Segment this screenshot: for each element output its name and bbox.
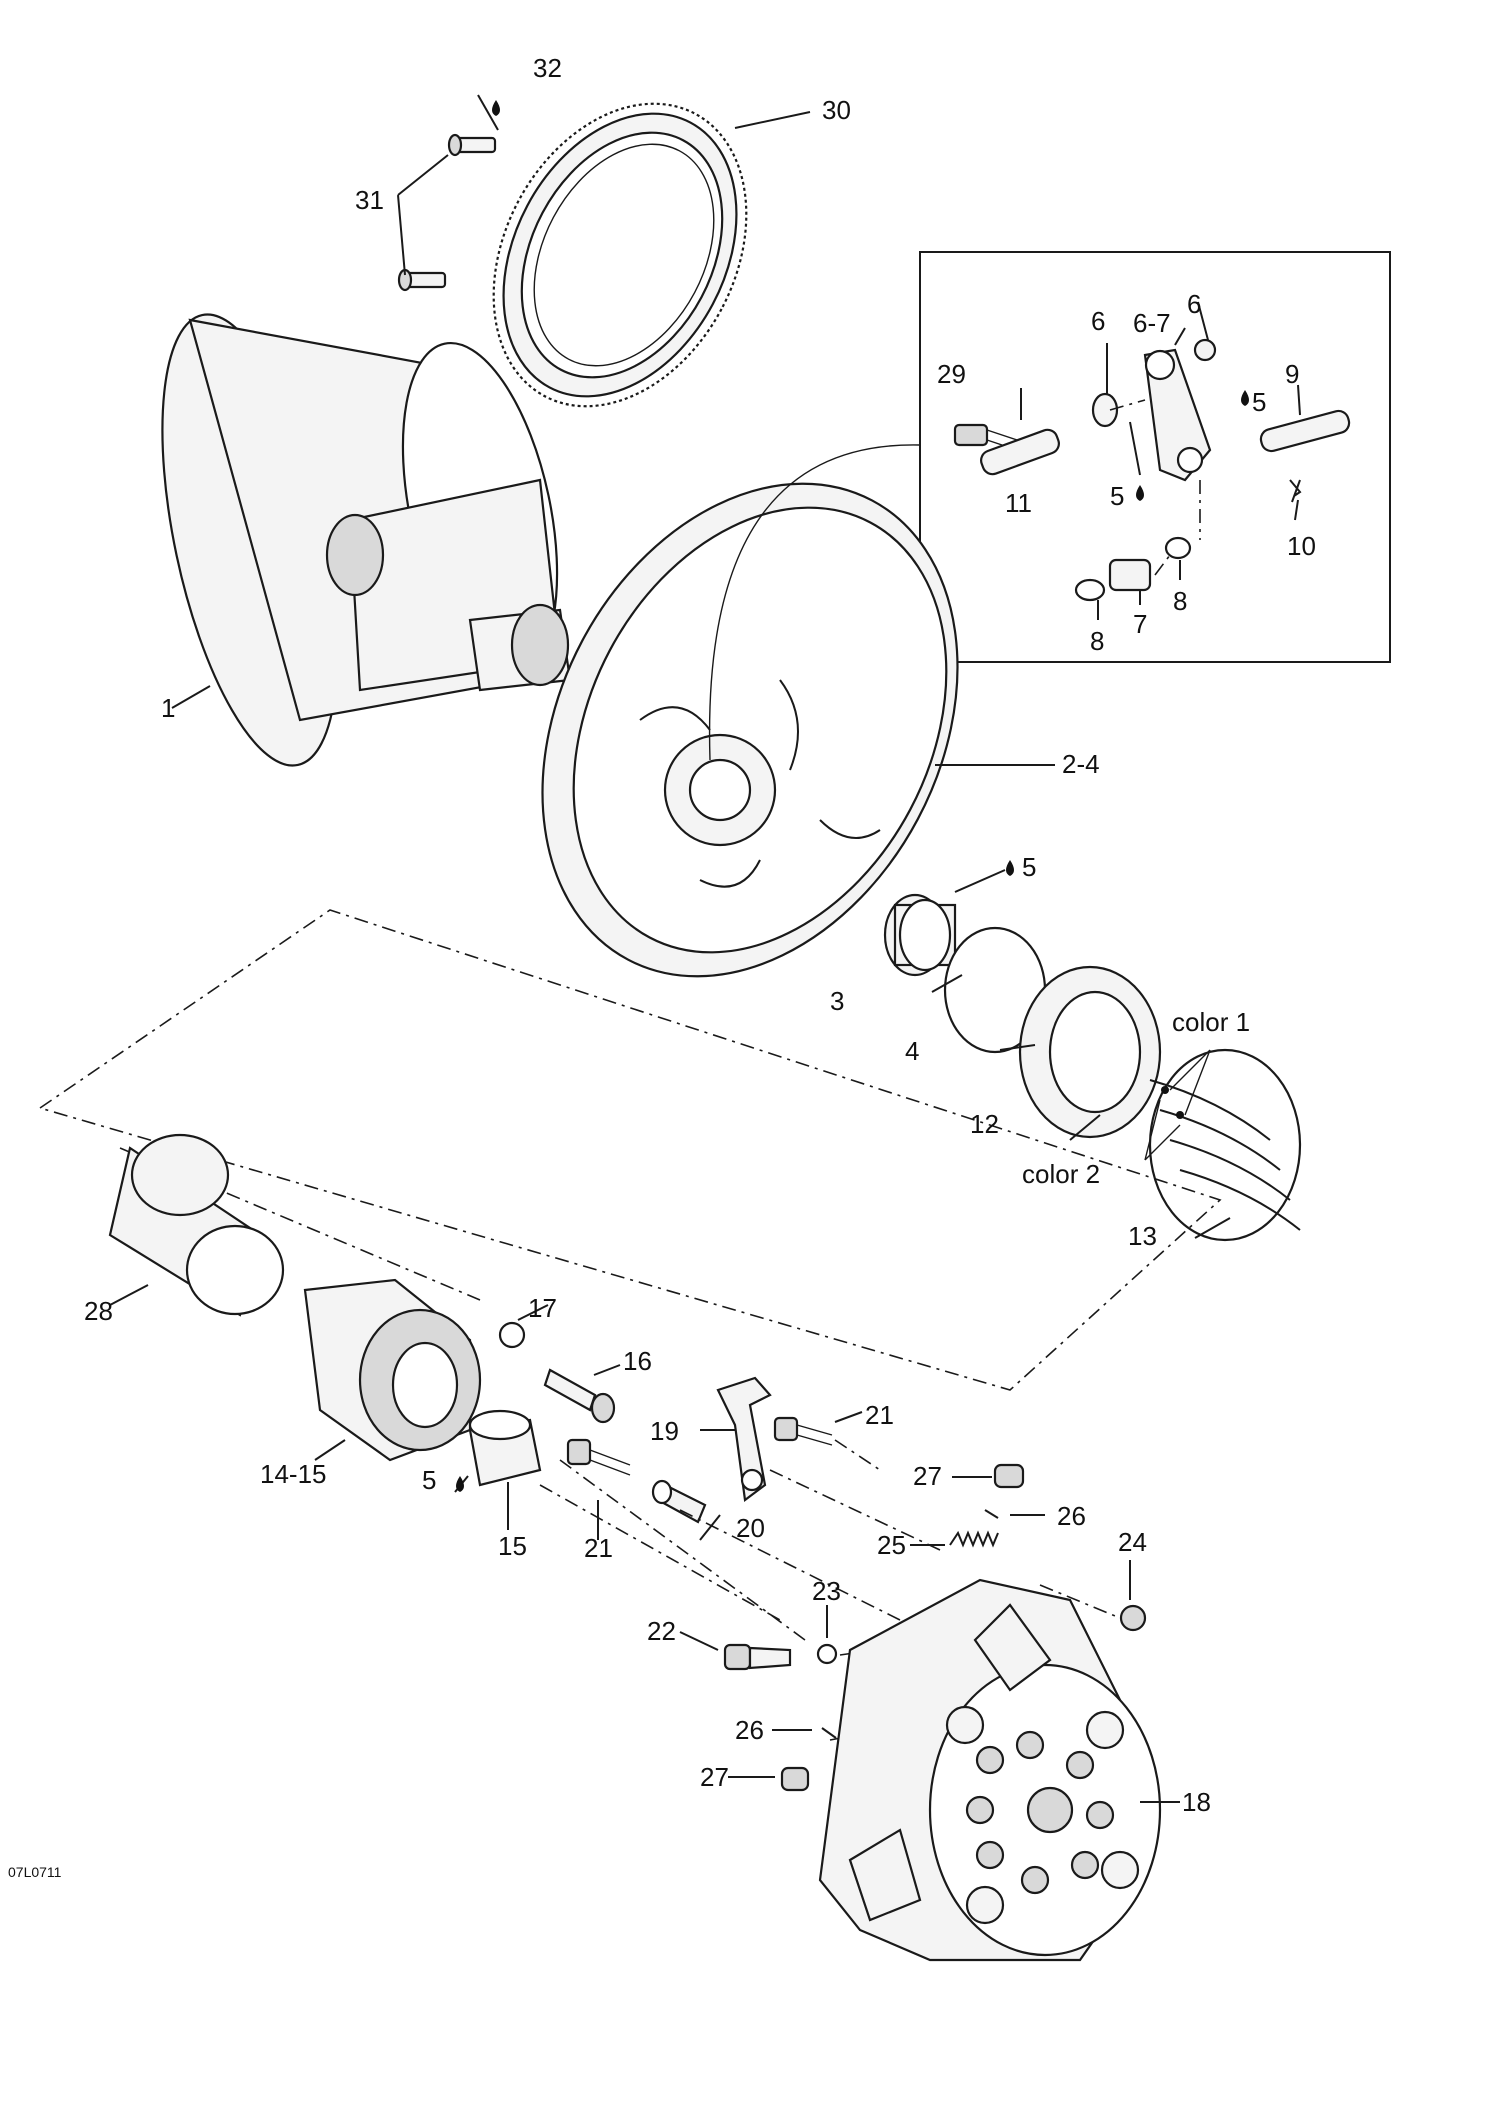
spring-25: [949, 1530, 999, 1548]
pin-20: [651, 1479, 707, 1524]
callout-3: 3: [830, 986, 844, 1016]
washer-17: [498, 1321, 526, 1349]
pin-9: [1259, 409, 1351, 453]
movable-sheave-2-4: [541, 482, 959, 978]
callout-15: 15: [498, 1531, 527, 1561]
callout-18: 18: [1182, 1787, 1211, 1817]
callout-25: 25: [877, 1530, 906, 1560]
callout-5-mid: 5: [1110, 481, 1124, 511]
callout-26-upper: 26: [1057, 1501, 1086, 1531]
callout-30: 30: [822, 95, 851, 125]
callout-color-2: color 2: [1022, 1159, 1100, 1189]
bolt-21-upper: [773, 1416, 833, 1446]
ring-gear-30: [492, 102, 748, 408]
callout-6-left: 6: [1091, 306, 1105, 336]
lubricant-drop-icon: [492, 100, 500, 116]
callout-1: 1: [161, 693, 175, 723]
detail-inset-box: [919, 251, 1391, 663]
callout-24: 24: [1118, 1527, 1147, 1557]
pin-11: [980, 428, 1060, 476]
detail-callout-arc: [708, 444, 921, 761]
callout-17: 17: [528, 1293, 557, 1323]
callout-6-7: 6-7: [1133, 308, 1171, 338]
callout-12: 12: [970, 1109, 999, 1139]
lubricant-drop-icon: [1136, 485, 1144, 501]
callout-29: 29: [937, 359, 966, 389]
bolt-31-lower: [397, 268, 447, 292]
callout-11: 11: [1005, 488, 1032, 518]
callout-13: 13: [1128, 1221, 1157, 1251]
callout-16: 16: [623, 1346, 652, 1376]
callout-7: 7: [1133, 609, 1147, 639]
bushing-15: [468, 1409, 542, 1487]
bushing-7: [1108, 558, 1152, 592]
fixed-sheave-1: [161, 313, 572, 767]
callout-6-right: 6: [1187, 289, 1201, 319]
callout-23: 23: [812, 1576, 841, 1606]
washer-8-left: [1074, 578, 1106, 602]
spider-14-15: [303, 1278, 482, 1462]
callout-8-right: 8: [1173, 586, 1187, 616]
lubricant-drop-icon: [456, 1476, 464, 1492]
bushing-6: [1091, 392, 1119, 428]
callout-28: 28: [84, 1296, 113, 1326]
leader-32: [477, 94, 499, 131]
screw-22: [723, 1643, 792, 1671]
leader-28: [109, 1284, 149, 1306]
sleeve-28: [108, 1133, 285, 1317]
roller-27-lower: [780, 1766, 810, 1792]
callout-20: 20: [736, 1513, 765, 1543]
callout-26-lower: 26: [735, 1715, 764, 1745]
figure-code: 07L0711: [8, 1864, 62, 1880]
callout-10: 10: [1287, 531, 1316, 561]
callout-14-15: 14-15: [260, 1459, 327, 1489]
callout-5-spider: 5: [422, 1465, 436, 1495]
callout-19: 19: [650, 1416, 679, 1446]
bushing-3: [883, 893, 957, 977]
roller-27-upper: [993, 1463, 1025, 1489]
callout-27-lower: 27: [700, 1762, 729, 1792]
callout-31: 31: [355, 185, 384, 215]
pin-26-lower: [821, 1727, 837, 1739]
governor-cup-18: [818, 1578, 1162, 1962]
callout-22: 22: [647, 1616, 676, 1646]
lubricant-drop-icon: [1006, 860, 1014, 876]
callout-9: 9: [1285, 359, 1299, 389]
washer-24: [1119, 1604, 1147, 1632]
bolt-31-upper: [447, 133, 497, 157]
callout-21-upper: 21: [865, 1400, 894, 1430]
lever-6-7: [1143, 338, 1217, 482]
washer-8-right: [1164, 536, 1192, 560]
washer-12: [1018, 965, 1162, 1139]
clip-10: [1289, 479, 1302, 503]
callout-32: 32: [533, 53, 562, 83]
screw-16: [543, 1368, 616, 1424]
bolt-21-lower: [566, 1438, 631, 1476]
callout-8-left: 8: [1090, 626, 1104, 656]
leader-1: [171, 685, 211, 709]
callout-27-upper: 27: [913, 1461, 942, 1491]
callout-2-4: 2-4: [1062, 749, 1100, 779]
lubricant-drop-icon: [1241, 390, 1249, 406]
callout-21-lower: 21: [584, 1533, 613, 1563]
pin-26-upper: [984, 1509, 999, 1519]
washer-23: [816, 1643, 838, 1665]
spring-13: [1148, 1048, 1302, 1242]
callout-4: 4: [905, 1036, 919, 1066]
callout-5-top: 5: [1252, 387, 1266, 417]
leader-30: [734, 111, 811, 129]
callout-color-1: color 1: [1172, 1007, 1250, 1037]
callout-5-sheave: 5: [1022, 852, 1036, 882]
callout-labels: 32 30 31 29 6 6-7 6 9 5 11 5 10 8 7 8 1 …: [8, 53, 1316, 1880]
leader-14-15: [314, 1439, 346, 1461]
weight-19: [716, 1376, 772, 1503]
